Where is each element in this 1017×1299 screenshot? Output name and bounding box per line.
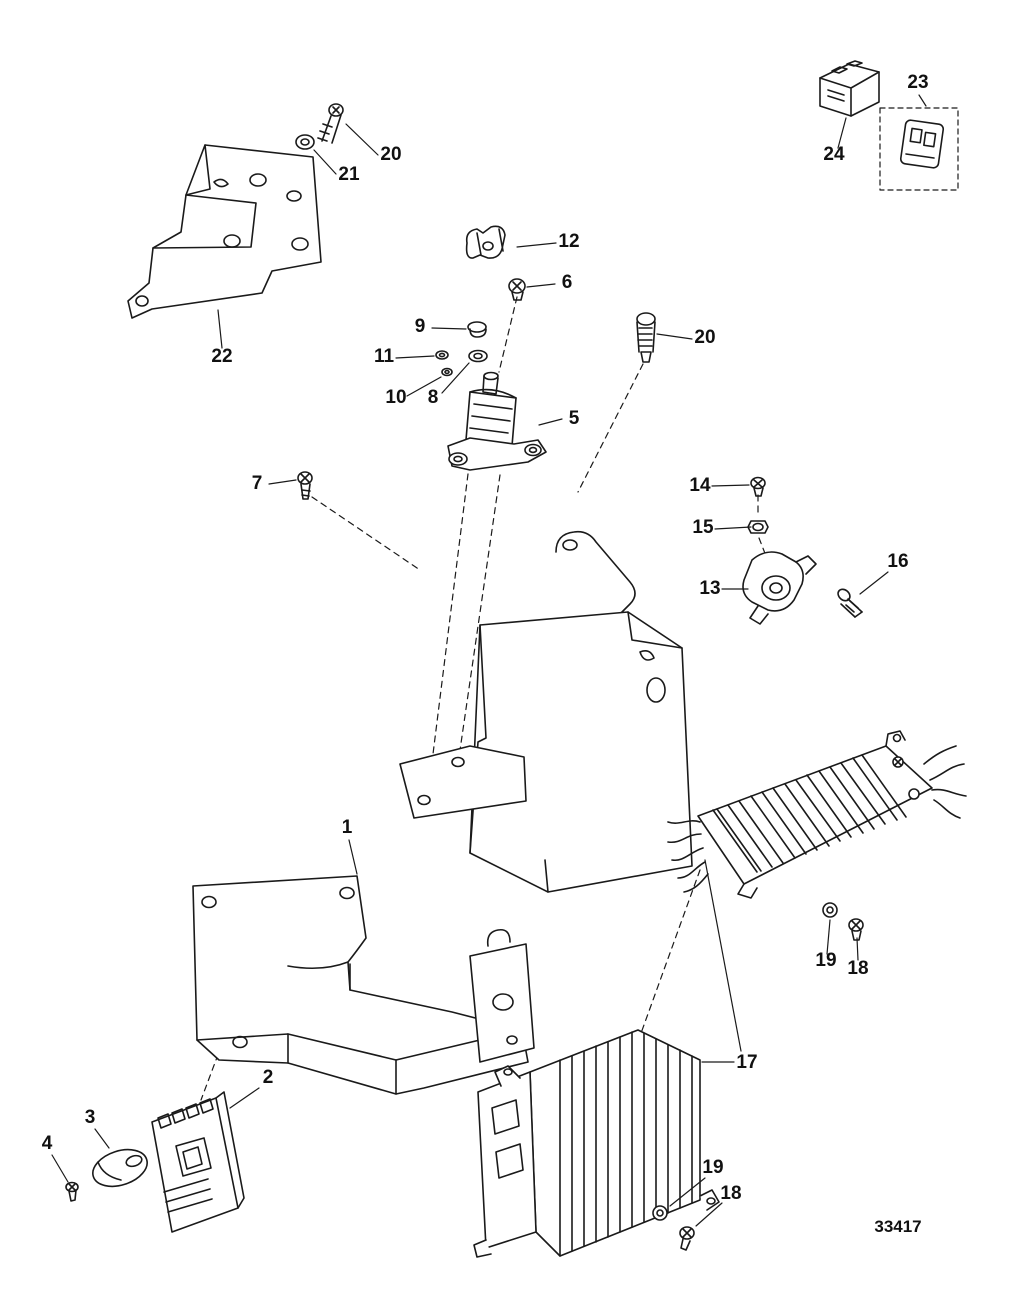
part-17-heatsink (667, 730, 967, 899)
callout-5: 5 (569, 408, 580, 429)
part-20-screw-top (317, 103, 344, 144)
part-22-bracket (127, 144, 322, 319)
callout-22: 22 (211, 346, 232, 367)
callout-24: 24 (823, 144, 845, 165)
part-1-bracket (192, 875, 529, 1095)
part-18-screw-bottom (679, 1226, 695, 1251)
part-4-screw (65, 1181, 79, 1202)
callout-23: 23 (907, 72, 928, 93)
part-12-clip (465, 225, 506, 259)
part-9-grommet (467, 321, 487, 338)
callout-20-right: 20 (694, 327, 715, 348)
callout-10: 10 (385, 387, 406, 408)
part-24-relay (819, 60, 880, 117)
callout-4: 4 (42, 1133, 53, 1154)
part-17-module-exploded (473, 1029, 720, 1258)
callout-19-right: 19 (815, 950, 836, 971)
callout-8: 8 (428, 387, 439, 408)
part-19-washer-bottom (652, 1205, 668, 1221)
part-6-screw (508, 278, 526, 301)
callout-16: 16 (887, 551, 908, 572)
callout-7: 7 (252, 473, 263, 494)
callout-1: 1 (342, 817, 353, 838)
part-16-screw (837, 588, 863, 618)
callout-9: 9 (415, 316, 426, 337)
callout-12: 12 (558, 231, 579, 252)
part-15-nut (747, 520, 769, 534)
callout-20-top: 20 (380, 144, 401, 165)
part-18-screw-right (848, 918, 864, 941)
middle-bracket (399, 530, 693, 893)
callout-3: 3 (85, 1107, 96, 1128)
small-right-bracket (469, 928, 535, 1063)
callout-15: 15 (692, 517, 714, 538)
callout-18-right: 18 (847, 958, 868, 979)
assembly-dashed-lines (200, 296, 767, 1101)
part-23-fuse (879, 107, 959, 191)
callout-2: 2 (263, 1067, 274, 1088)
part-19-washer-right (822, 902, 838, 918)
part-7-screw (297, 471, 313, 500)
part-20-screw-right (636, 312, 656, 363)
leader-lines (51, 94, 927, 1227)
callout-17: 17 (736, 1052, 757, 1073)
part-8-washer (468, 349, 488, 363)
part-14-screw (750, 476, 766, 497)
part-3-cover (92, 1148, 148, 1188)
callout-19-bottom: 19 (702, 1157, 723, 1178)
part-21-washer (295, 134, 315, 150)
part-11-washer (435, 350, 449, 360)
part-5-solenoid (447, 371, 547, 471)
callout-13: 13 (699, 578, 720, 599)
part-13-sensor (742, 551, 817, 625)
callout-21: 21 (338, 164, 360, 185)
part-10-washer (441, 367, 453, 377)
callout-6: 6 (562, 272, 573, 293)
callout-14: 14 (689, 475, 711, 496)
figure-number: 33417 (874, 1217, 921, 1236)
callout-18-bottom: 18 (720, 1183, 741, 1204)
fuse-dashed-outline (879, 107, 959, 191)
callout-11: 11 (374, 346, 395, 367)
part-2-module (151, 1091, 245, 1233)
